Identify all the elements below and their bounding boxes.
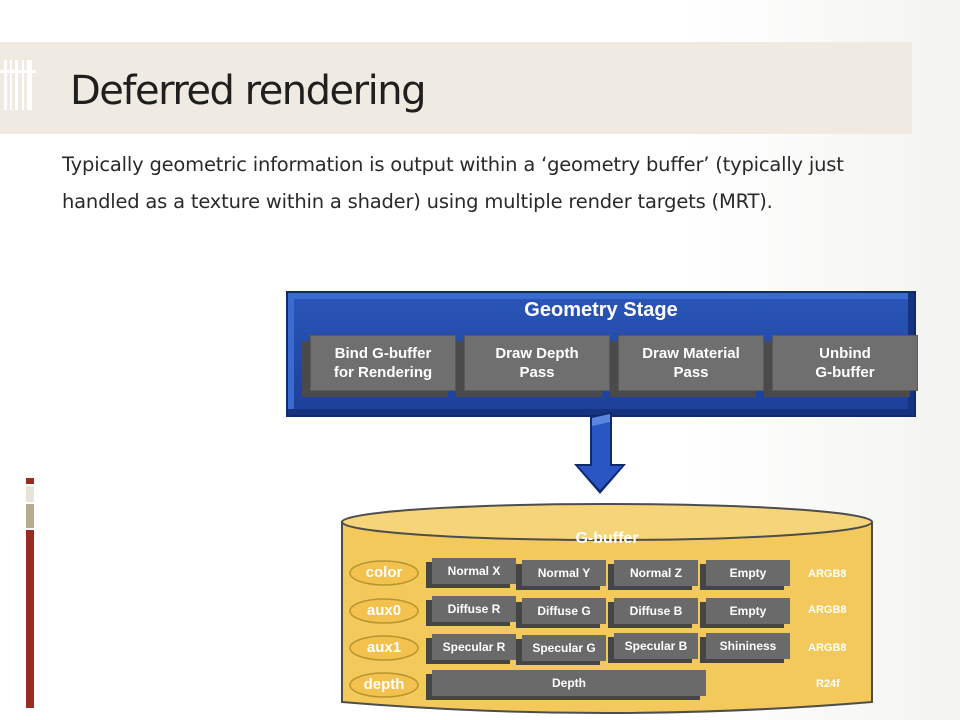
geometry-stage-title: Geometry Stage [524,299,678,321]
title-band [0,42,912,134]
left-accent-bar [26,478,34,708]
down-arrow-icon [574,412,626,494]
step-label: Pass [673,364,709,381]
gbuffer-cell: Normal Y [522,560,606,586]
gbuffer-title: G-buffer [575,530,639,547]
body-text: Typically geometric information is outpu… [62,153,844,213]
gbuffer-cell: Diffuse B [614,598,698,624]
slot-color: color [365,564,403,581]
step-label: Pass [519,364,555,381]
gbuffer-cell: Normal Z [614,560,698,586]
step-bind-gbuffer: Bind G-buffer for Rendering [310,335,456,391]
slot-ellipses [349,560,419,698]
page-title: Deferred rendering [70,68,426,114]
gbuffer-cell: Specular G [522,635,606,661]
gbuffer-cell: Specular B [614,633,698,659]
title-decoration [0,60,40,110]
slot-aux1: aux1 [366,639,402,656]
gbuffer-cell-depth: Depth [432,670,706,696]
slot-depth: depth [363,676,405,693]
step-label: for Rendering [333,364,433,381]
step-label: G-buffer [815,364,875,381]
gbuffer-cell: Normal X [432,558,516,584]
step-label: Draw Depth [495,345,579,362]
step-label: Draw Material [642,345,740,362]
gbuffer-cell: Diffuse G [522,598,606,624]
geometry-stage-panel: Geometry Stage Bind G-buffer for Renderin… [286,291,918,417]
gbuffer-cell: Empty [706,598,790,624]
format-label: R24f [816,678,840,690]
slot-aux0: aux0 [366,602,402,619]
step-label: Bind G-buffer [334,345,432,362]
format-label: ARGB8 [808,642,847,654]
gbuffer-cell: Shininess [706,633,790,659]
gbuffer-cell: Specular R [432,634,516,660]
format-label: ARGB8 [808,568,847,580]
gbuffer-cylinder: G-buffer color aux0 aux1 depth Normal X … [340,502,874,716]
gbuffer-cell: Diffuse R [432,596,516,622]
gbuffer-cell: Empty [706,560,790,586]
format-label: ARGB8 [808,604,847,616]
step-label: Unbind [819,345,871,362]
